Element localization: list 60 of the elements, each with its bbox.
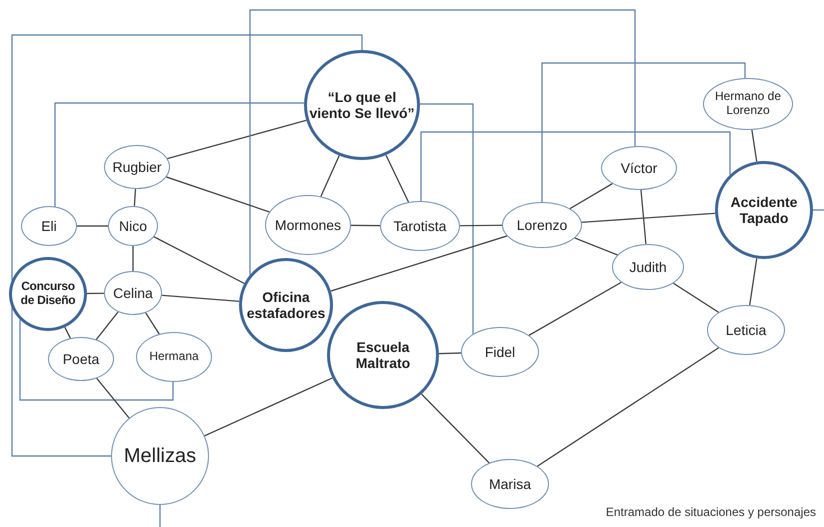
connector-line xyxy=(154,236,244,284)
character-ellipse: Celina xyxy=(104,271,162,315)
connector-line xyxy=(582,212,716,223)
connector-line xyxy=(420,131,731,201)
character-ellipse: Nico xyxy=(108,206,158,246)
connector-line xyxy=(77,225,108,227)
character-ellipse: Poeta xyxy=(48,337,114,381)
connector-line xyxy=(64,327,71,338)
connector-line xyxy=(320,155,340,197)
character-ellipse: Tarotista xyxy=(380,201,460,251)
connector-line xyxy=(166,176,270,212)
connector-line xyxy=(96,378,130,418)
connector-line xyxy=(536,347,720,467)
connector-line xyxy=(167,120,306,160)
connector-line xyxy=(574,238,618,256)
character-ellipse: Lorenzo xyxy=(502,202,582,248)
connector-line xyxy=(749,258,758,306)
connector-line xyxy=(134,188,136,206)
connector-line xyxy=(11,34,363,457)
character-ellipse: Eli xyxy=(21,206,77,246)
connector-line xyxy=(54,102,304,206)
situation-circle: Accidente Tapado xyxy=(715,161,813,259)
situation-circle: Concurso de Diseño xyxy=(9,257,87,331)
character-ellipse: Mormones xyxy=(265,195,351,255)
connector-line xyxy=(19,320,174,401)
character-ellipse: Hermana xyxy=(136,332,212,382)
connector-line xyxy=(87,292,104,294)
connector-line xyxy=(438,352,462,354)
character-ellipse: Víctor xyxy=(601,146,677,190)
character-ellipse: Fidel xyxy=(461,327,539,377)
diagram-caption: Entramado de situaciones y personajes xyxy=(606,505,816,519)
connector-line xyxy=(420,103,474,334)
connector-line xyxy=(132,246,134,271)
connector-line xyxy=(351,224,380,226)
character-ellipse: Marisa xyxy=(471,459,549,509)
character-ellipse: Judith xyxy=(612,244,684,290)
connector-line xyxy=(813,209,824,211)
connector-line xyxy=(421,394,490,464)
connector-line xyxy=(541,62,746,202)
connector-line xyxy=(96,312,119,340)
character-ellipse: Mellizas xyxy=(111,407,209,505)
character-ellipse: Rugbier xyxy=(104,145,170,189)
connector-line xyxy=(640,190,646,244)
character-ellipse: Hermano de Lorenzo xyxy=(703,78,793,130)
connector-line xyxy=(673,282,719,313)
connector-line xyxy=(385,154,410,202)
character-ellipse: Leticia xyxy=(707,305,785,355)
situation-circle: Escuela Maltrato xyxy=(327,301,439,409)
connector-line xyxy=(159,505,161,527)
connector-line xyxy=(249,9,636,275)
connector-line xyxy=(162,294,240,302)
connector-line xyxy=(330,235,508,292)
connector-line xyxy=(528,282,622,336)
connector-line xyxy=(751,130,758,162)
connector-line xyxy=(570,183,613,210)
connector-line xyxy=(460,224,502,226)
connector-line xyxy=(145,312,160,334)
situation-circle: Oficina estafadores xyxy=(239,258,333,352)
situation-circle: “Lo que el viento Se llevó” xyxy=(304,50,420,160)
connector-line xyxy=(204,377,333,436)
